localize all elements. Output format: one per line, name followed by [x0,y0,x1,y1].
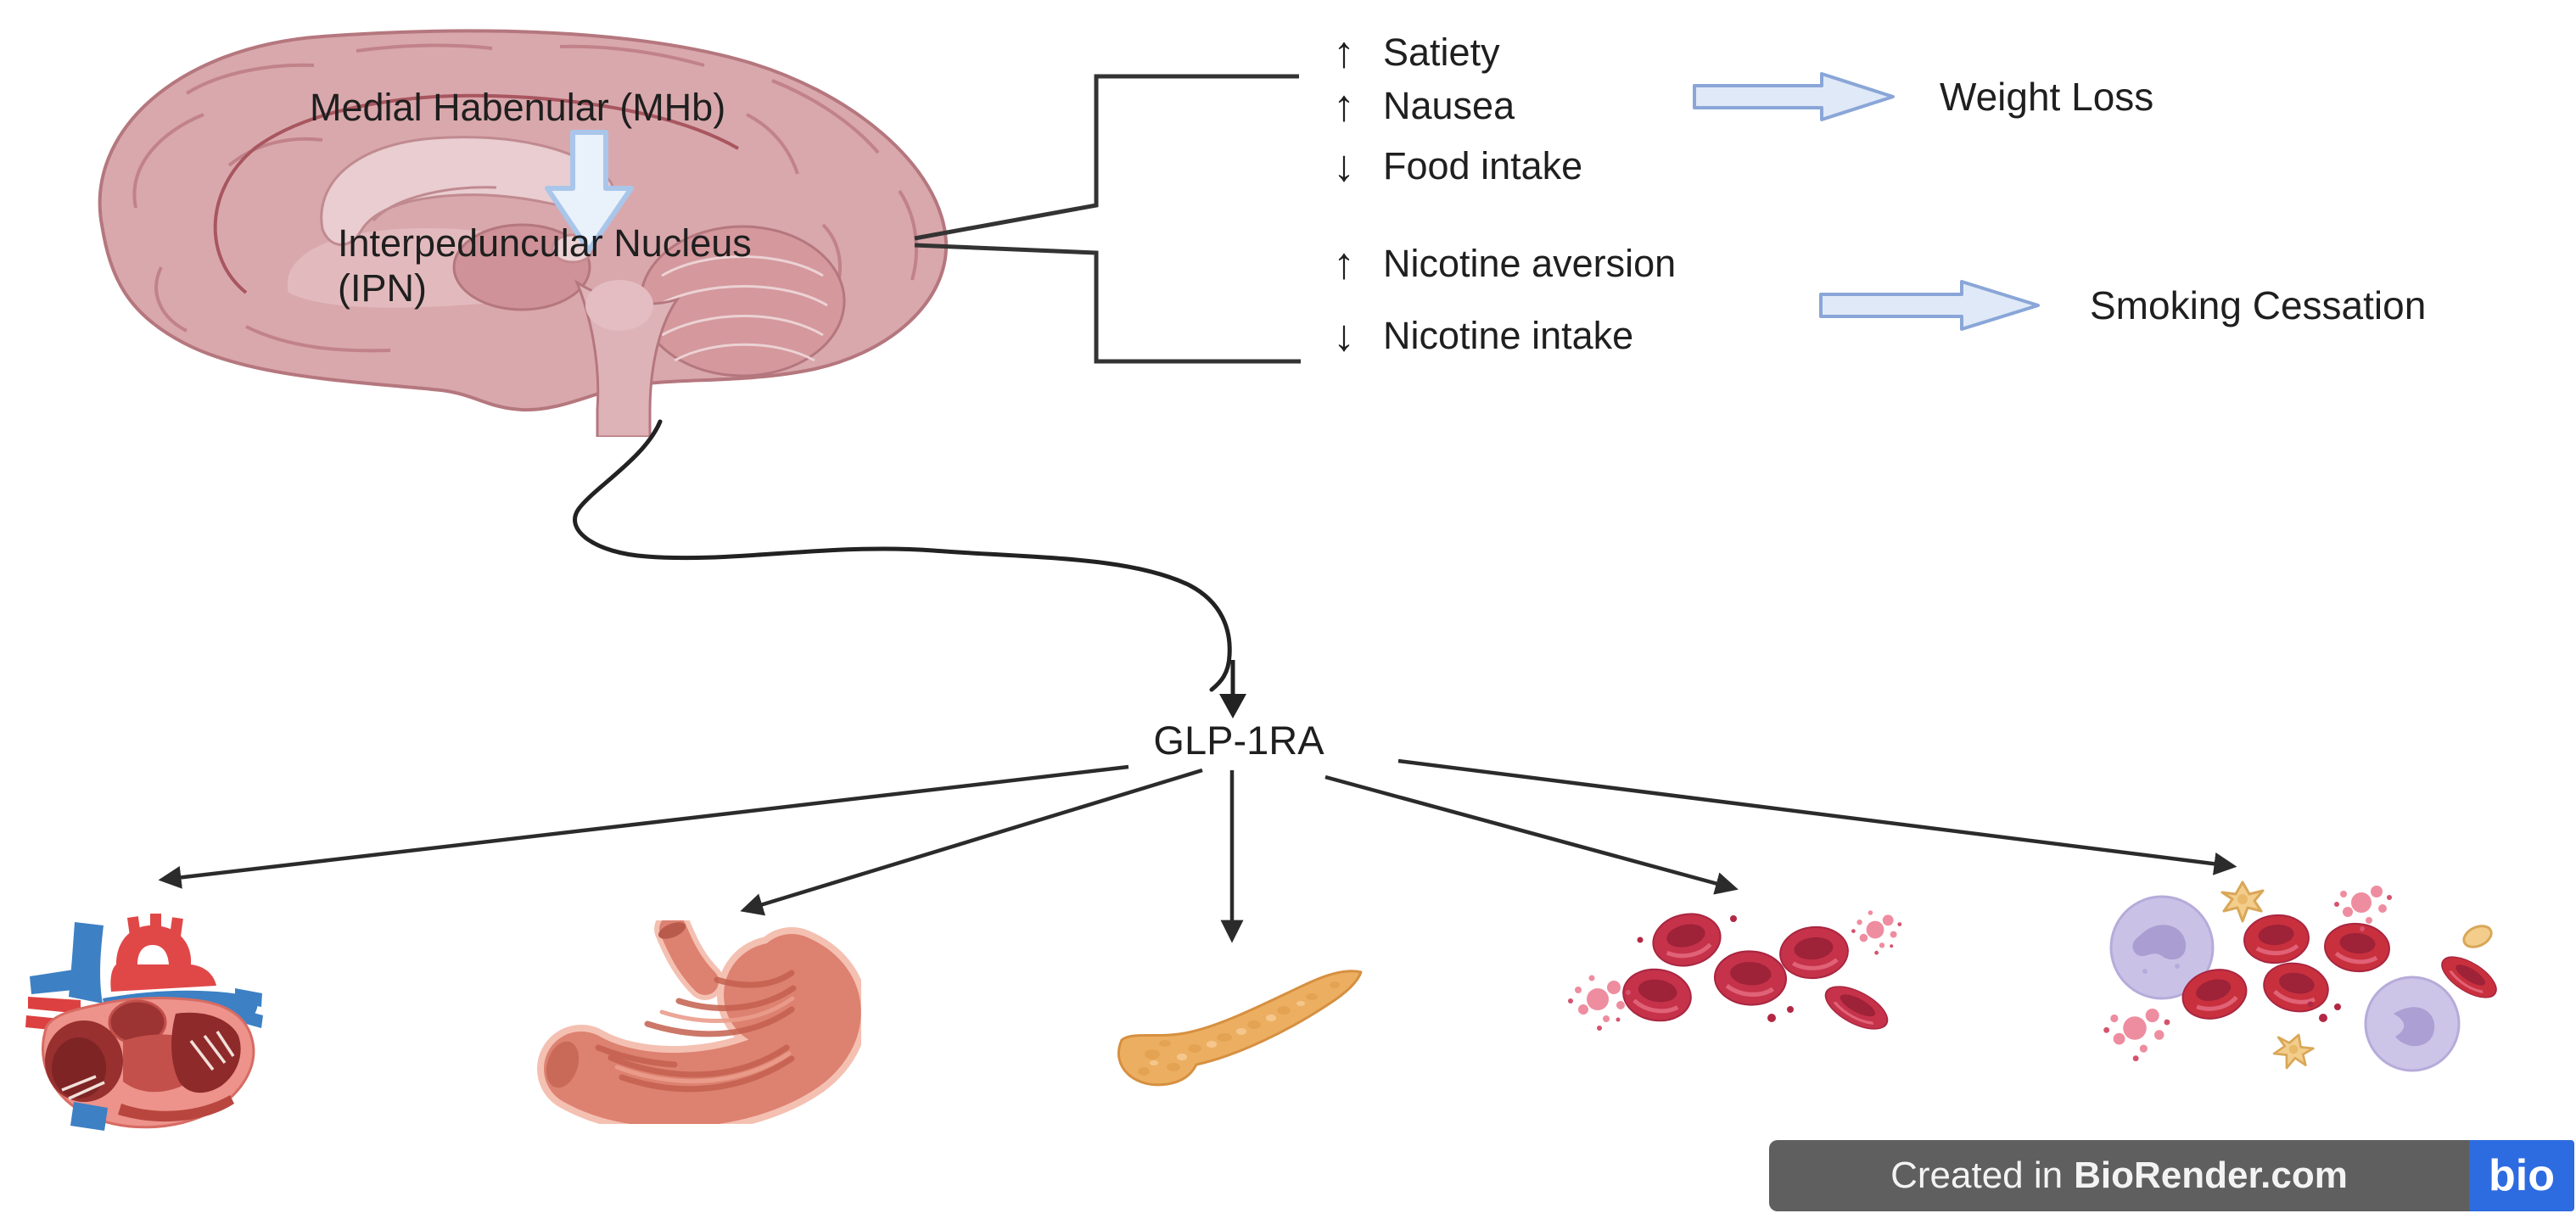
ipn-label: Interpeduncular Nucleus (IPN) [338,221,752,310]
smoking-cessation-block-arrow-icon [1819,280,2040,331]
effect-row-nausea: ↑ Nausea [1324,81,1515,131]
up-arrow-icon: ↑ [1333,81,1355,131]
bracket-lower [914,243,1301,364]
biorender-badge-text: Created in BioRender.com [1769,1140,2469,1211]
bracket-upper [914,74,1299,241]
down-arrow-icon: ↓ [1333,142,1355,191]
red-blood-cells-illustration [1568,889,1902,1042]
immune-blood-cells-illustration [2103,881,2506,1075]
glp1ra-label: GLP-1RA [1153,718,1324,763]
effect-label: Nicotine aversion [1383,242,1677,285]
glp1ra-to-stomach-arrow [740,768,1203,916]
effect-label: Satiety [1383,31,1500,74]
biorender-badge: Created in BioRender.com bio [1769,1140,2574,1211]
mhb-label: Medial Habenular (MHb) [310,86,726,129]
heart-illustration [25,914,263,1131]
mhb-to-ipn-arrow-icon [545,130,634,253]
stomach-illustration [537,920,861,1124]
glp1ra-to-immune-arrow [1397,758,2237,875]
effect-row-food-intake: ↓ Food intake [1324,142,1582,191]
biorender-logo-icon: bio [2469,1140,2574,1211]
ipn-label-line2: (IPN) [338,266,427,310]
effect-label: Food intake [1383,144,1583,187]
pancreas-illustration [1117,970,1363,1087]
badge-brand: BioRender.com [2074,1155,2348,1196]
effect-label: Nausea [1383,84,1515,127]
up-arrow-icon: ↑ [1333,239,1355,288]
up-arrow-icon: ↑ [1333,28,1355,77]
smoking-cessation-label: Smoking Cessation [2090,283,2427,327]
glp1ra-to-heart-arrow [158,764,1129,889]
brain-illustration [98,29,949,437]
effect-row-nicotine-aversion: ↑ Nicotine aversion [1324,239,1676,288]
brain-to-glp1ra-arrowhead [1219,694,1246,718]
effect-label: Nicotine intake [1383,314,1634,357]
badge-prefix: Created in [1890,1155,2064,1196]
ipn-label-line1: Interpeduncular Nucleus [338,221,752,265]
effect-row-nicotine-intake: ↓ Nicotine intake [1324,311,1633,361]
effect-row-satiety: ↑ Satiety [1324,28,1500,77]
weight-loss-block-arrow-icon [1693,72,1895,121]
glp1ra-to-blood-arrow [1324,774,1739,895]
brain-to-glp1ra-curve [573,419,1232,692]
down-arrow-icon: ↓ [1333,311,1355,361]
weight-loss-label: Weight Loss [1940,75,2154,119]
